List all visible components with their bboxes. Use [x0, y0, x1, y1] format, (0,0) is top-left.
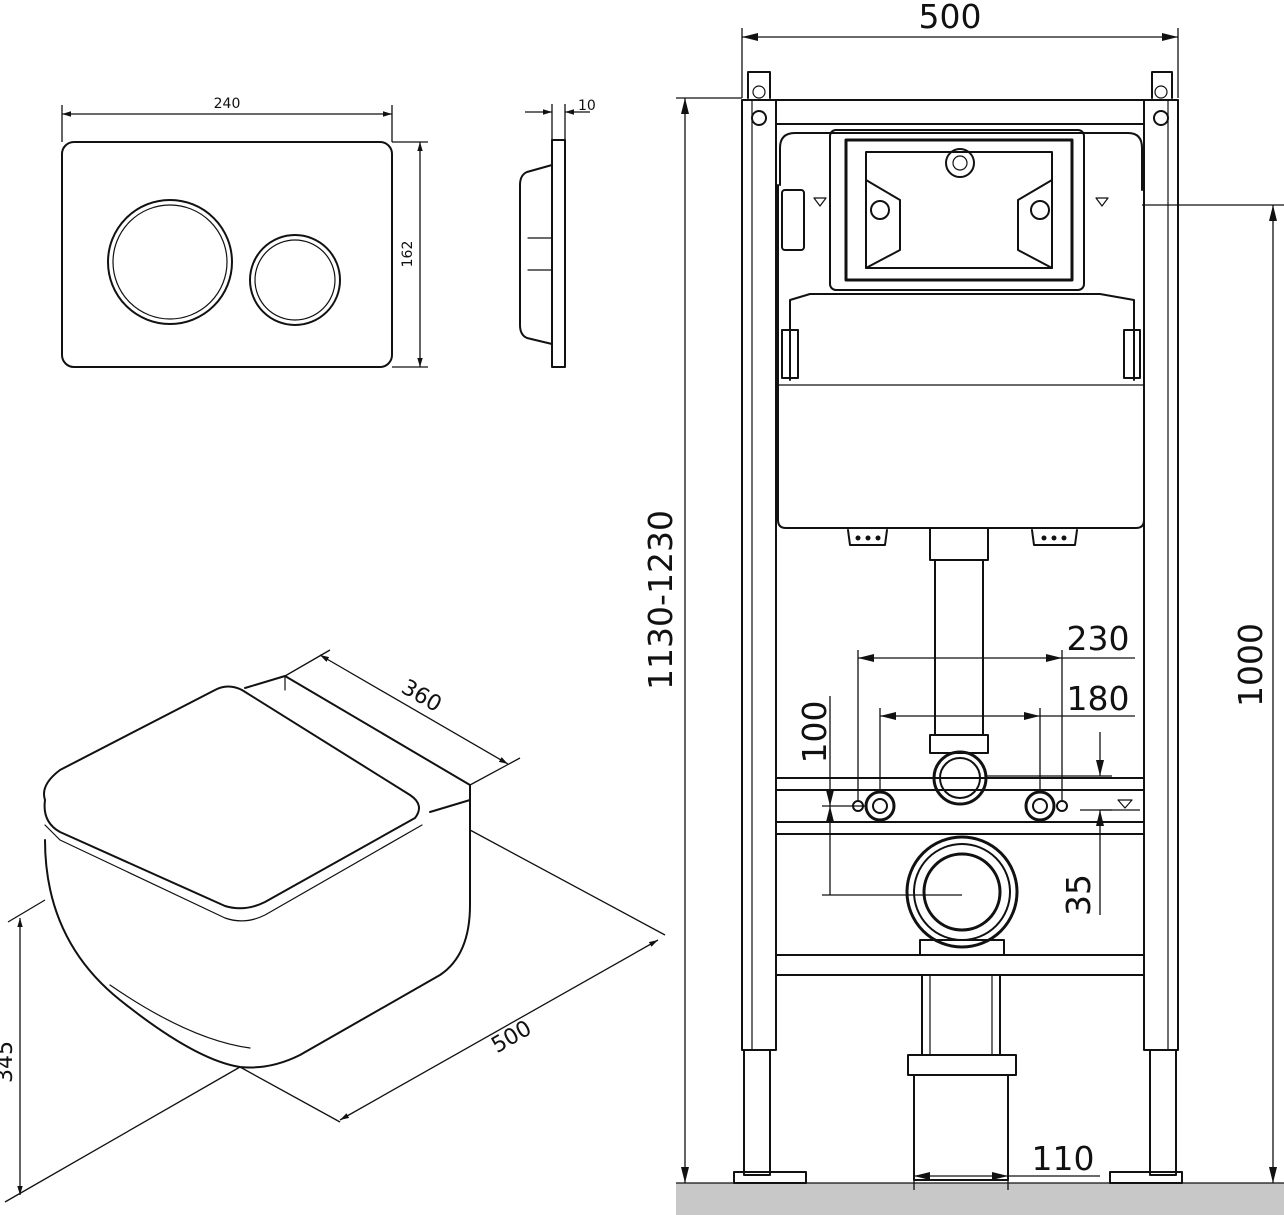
toilet-depth-label: 360	[397, 675, 446, 718]
bolt-spacing-inner-label: 180	[1067, 679, 1130, 718]
frame-width-label: 500	[919, 0, 982, 36]
bolt-spacing-outer-label: 230	[1067, 619, 1130, 658]
flush-button-small	[249, 234, 341, 326]
cistern	[777, 184, 1145, 529]
flush-plate-width-label: 240	[214, 96, 241, 112]
toilet-length-label: 500	[487, 1016, 536, 1059]
bolt-right	[1024, 790, 1056, 822]
cistern-valve	[945, 148, 975, 178]
frame-dimensions: 500 1130-1230 1000 230 180 100 35	[641, 0, 1284, 1190]
frame-top-rail	[775, 99, 1145, 125]
wall-hung-toilet: 360 500 345	[0, 649, 666, 1203]
frame-left-leg	[743, 1049, 771, 1176]
flush-button-large	[107, 199, 233, 325]
flush-plate-depth-label: 10	[578, 98, 596, 114]
floor	[676, 1183, 1284, 1215]
flush-plate-front-view: 240 162	[61, 96, 428, 368]
frame-bottom-rail	[775, 954, 1145, 976]
bolt-left	[864, 790, 896, 822]
flush-plate-side-view: 10	[519, 98, 596, 368]
inlet-offset-label: 100	[795, 701, 834, 764]
toilet-height-label: 345	[0, 1041, 18, 1083]
toilet-bowl	[44, 799, 471, 1069]
toilet-depth-dimension-line	[319, 654, 509, 765]
frame-left-post	[741, 99, 777, 1051]
drain-outlet	[905, 835, 1019, 949]
flush-plate-height-label: 162	[400, 241, 416, 268]
flush-pipe	[934, 559, 984, 736]
frame-right-leg	[1149, 1049, 1177, 1176]
flush-plate-body	[61, 141, 393, 368]
drain-pipe	[921, 974, 1001, 1056]
drain-diameter-label: 110	[1032, 1139, 1095, 1178]
frame-right-post	[1143, 99, 1179, 1051]
outlet-offset-label: 35	[1059, 874, 1098, 916]
toilet-lid	[43, 685, 420, 910]
installation-frame	[676, 71, 1284, 1215]
flush-plate-mount-opening	[829, 129, 1085, 291]
toilet-length-dimension-line	[339, 939, 659, 1121]
outlet-height-label: 1000	[1231, 623, 1270, 707]
frame-height-label: 1130-1230	[641, 510, 680, 690]
